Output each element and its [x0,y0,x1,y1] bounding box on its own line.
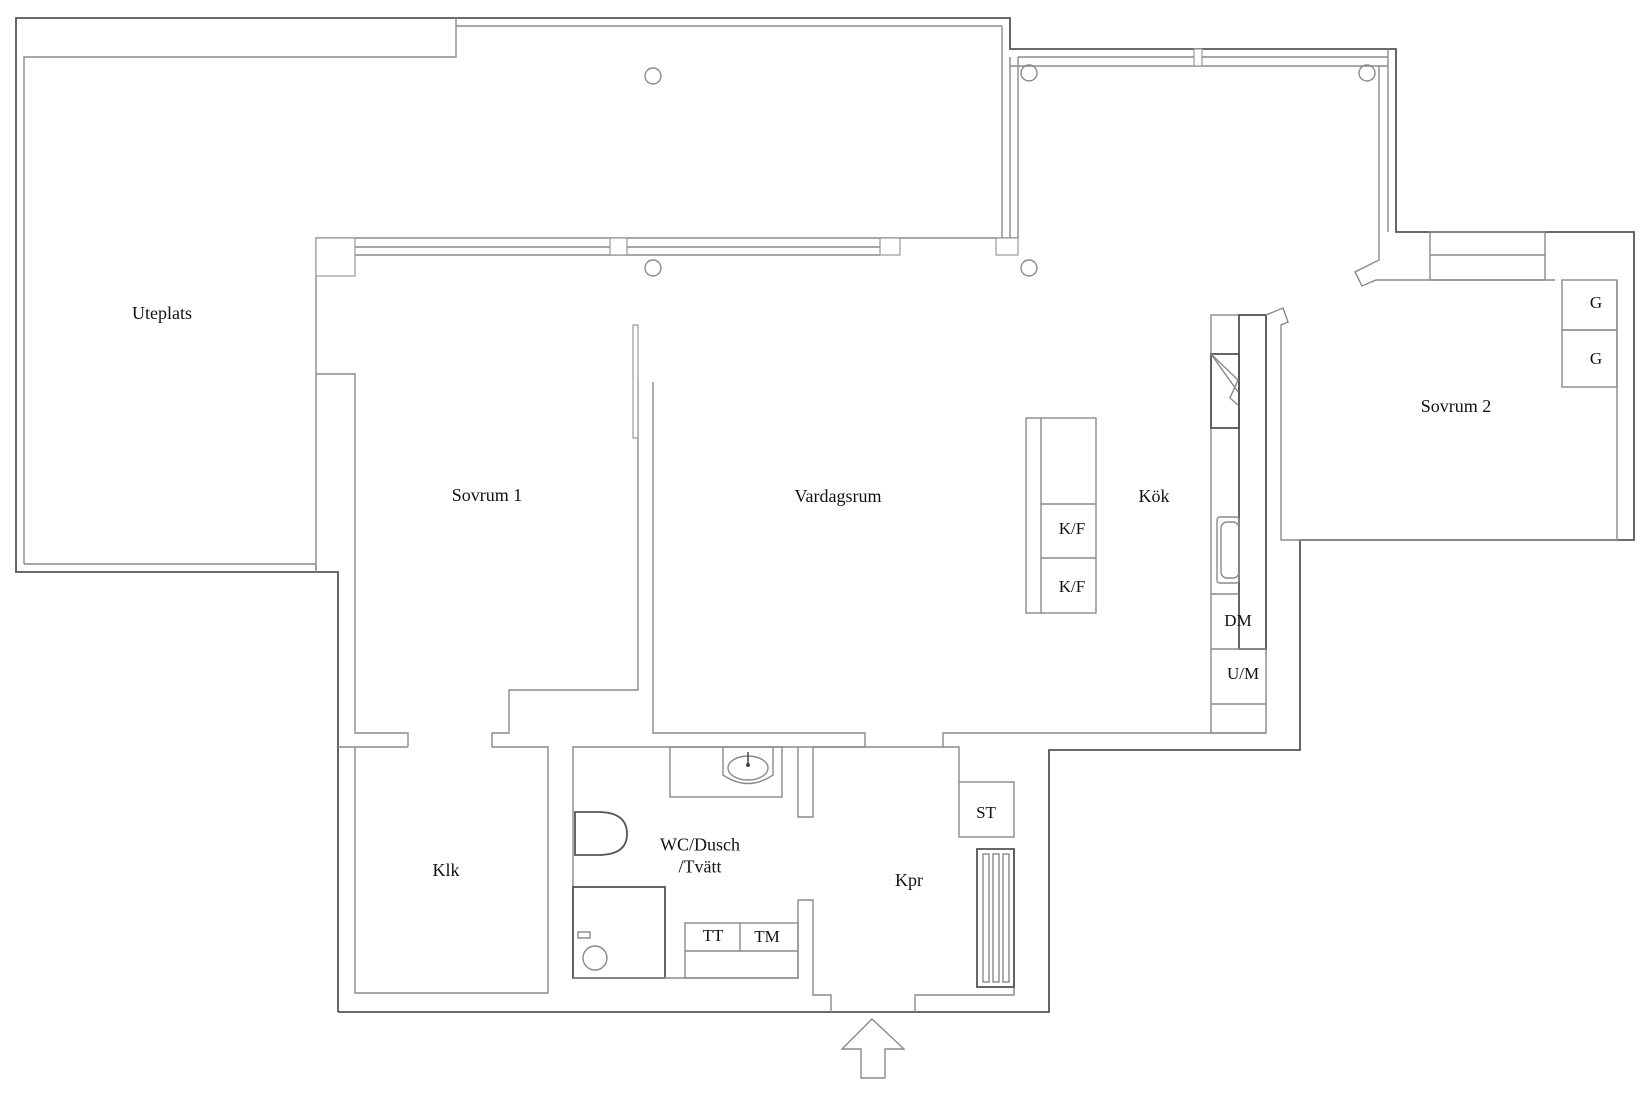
entrance-arrow [840,1018,906,1079]
room-label-wc: WC/Dusch /Tvätt [660,834,740,877]
fixture-kf-1: K/F [1058,518,1086,538]
room-label-sovrum2: Sovrum 2 [1420,396,1492,417]
fixture-tm: TM [754,926,780,946]
fixture-dm: DM [1224,610,1252,630]
room-label-sovrum1: Sovrum 1 [451,485,523,506]
fixture-um: U/M [1226,663,1260,683]
room-label-wc-line2: /Tvätt [678,856,722,876]
fixture-g-1: G [1589,292,1603,312]
room-label-vardagsrum: Vardagsrum [794,486,882,507]
hall-fixtures [943,746,1015,988]
room-label-kpr: Kpr [895,870,923,891]
bathroom [572,732,1266,1012]
fixture-tt: TT [702,925,724,945]
sovrum1-walls [316,324,866,994]
fixture-kf-2: K/F [1058,576,1086,596]
room-label-kok: Kök [1138,486,1170,507]
balcony-2 [1010,48,1555,287]
kitchen-island [1025,417,1097,614]
room-label-klk: Klk [432,860,460,881]
kitchen-counter [1210,231,1618,734]
fixture-g-2: G [1589,348,1603,368]
room-label-uteplats: Uteplats [132,303,192,324]
fixture-st: ST [976,802,996,822]
room-label-wc-line1: WC/Dusch [660,834,740,855]
columns [644,64,1376,277]
uteplats-outline [15,17,1635,1013]
living-room-north-wall [315,57,1019,572]
